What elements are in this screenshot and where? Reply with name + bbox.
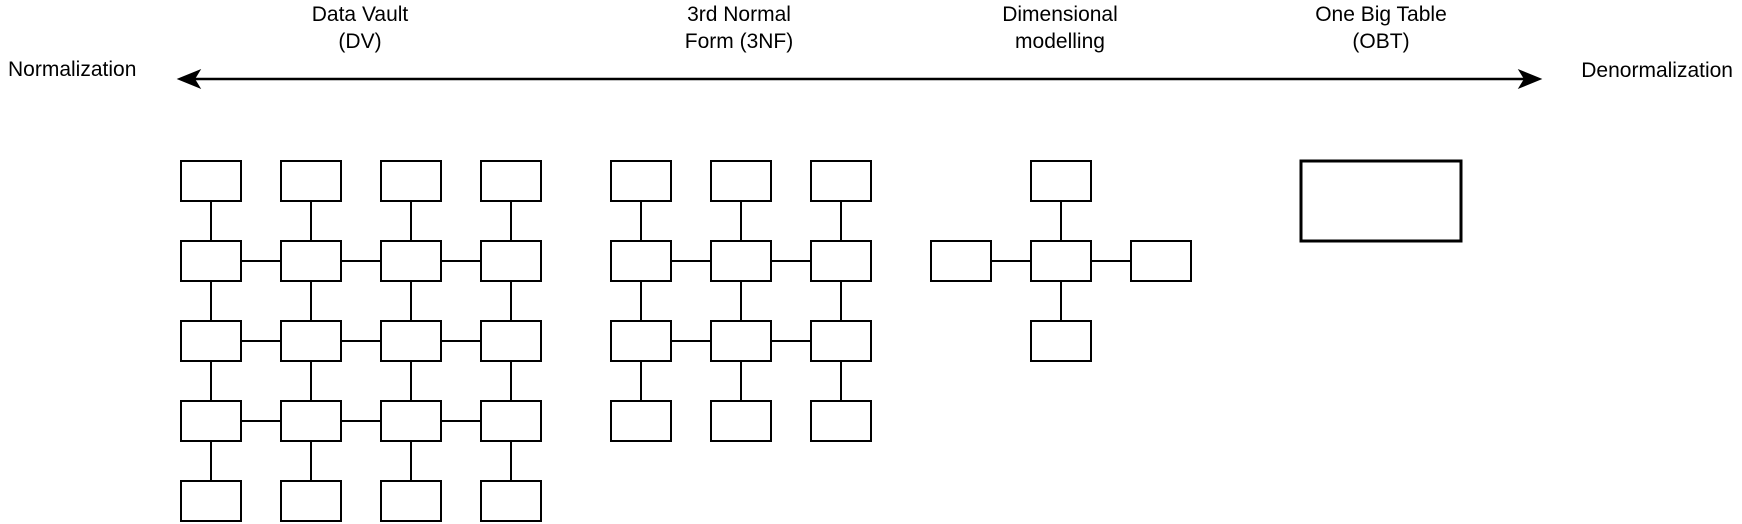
table-box bbox=[480, 160, 542, 202]
method-label-line: Dimensional bbox=[1002, 3, 1118, 26]
table-box bbox=[180, 400, 242, 442]
dimension-table-box bbox=[930, 240, 992, 282]
table-box bbox=[710, 160, 772, 202]
method-label-line: (OBT) bbox=[1352, 30, 1410, 53]
table-box bbox=[610, 320, 672, 362]
table-box bbox=[810, 240, 872, 282]
table-box bbox=[180, 320, 242, 362]
table-box bbox=[810, 160, 872, 202]
dimension-table-box bbox=[1030, 320, 1092, 362]
axis-label-normalization: Normalization bbox=[8, 58, 137, 81]
method-label-line: One Big Table bbox=[1315, 3, 1447, 26]
table-box bbox=[810, 320, 872, 362]
table-box bbox=[710, 240, 772, 282]
table-box bbox=[710, 400, 772, 442]
dimension-table-box bbox=[1030, 160, 1092, 202]
table-box bbox=[710, 320, 772, 362]
table-box bbox=[480, 320, 542, 362]
table-box bbox=[280, 400, 342, 442]
table-box bbox=[380, 480, 442, 522]
table-box bbox=[610, 160, 672, 202]
table-box bbox=[380, 240, 442, 282]
table-box bbox=[180, 160, 242, 202]
arrowhead-icon bbox=[1517, 68, 1543, 90]
method-label-data-vault: Data Vault (DV) bbox=[250, 1, 470, 55]
table-box bbox=[380, 320, 442, 362]
table-box bbox=[480, 480, 542, 522]
method-label-third-normal-form: 3rd Normal Form (3NF) bbox=[629, 1, 849, 55]
table-box bbox=[610, 240, 672, 282]
method-label-line: Form (3NF) bbox=[684, 30, 794, 53]
one-big-table-box bbox=[1299, 159, 1463, 243]
table-box bbox=[480, 240, 542, 282]
table-box bbox=[180, 480, 242, 522]
method-label-line: modelling bbox=[1015, 30, 1105, 53]
table-box bbox=[180, 240, 242, 282]
table-box bbox=[480, 400, 542, 442]
method-label-line: (DV) bbox=[338, 30, 382, 53]
table-box bbox=[380, 160, 442, 202]
table-box bbox=[280, 240, 342, 282]
method-label-line: Data Vault bbox=[311, 3, 409, 26]
axis-label-denormalization: Denormalization bbox=[1581, 59, 1733, 82]
table-box bbox=[380, 400, 442, 442]
method-label-dimensional: Dimensional modelling bbox=[950, 1, 1170, 55]
table-box bbox=[280, 160, 342, 202]
table-box bbox=[610, 400, 672, 442]
method-label-line: 3rd Normal bbox=[687, 3, 791, 26]
table-box bbox=[280, 480, 342, 522]
table-box bbox=[280, 320, 342, 362]
table-box bbox=[810, 400, 872, 442]
arrowhead-icon bbox=[176, 68, 202, 90]
method-label-one-big-table: One Big Table (OBT) bbox=[1271, 1, 1491, 55]
fact-table-box bbox=[1030, 240, 1092, 282]
dimension-table-box bbox=[1130, 240, 1192, 282]
